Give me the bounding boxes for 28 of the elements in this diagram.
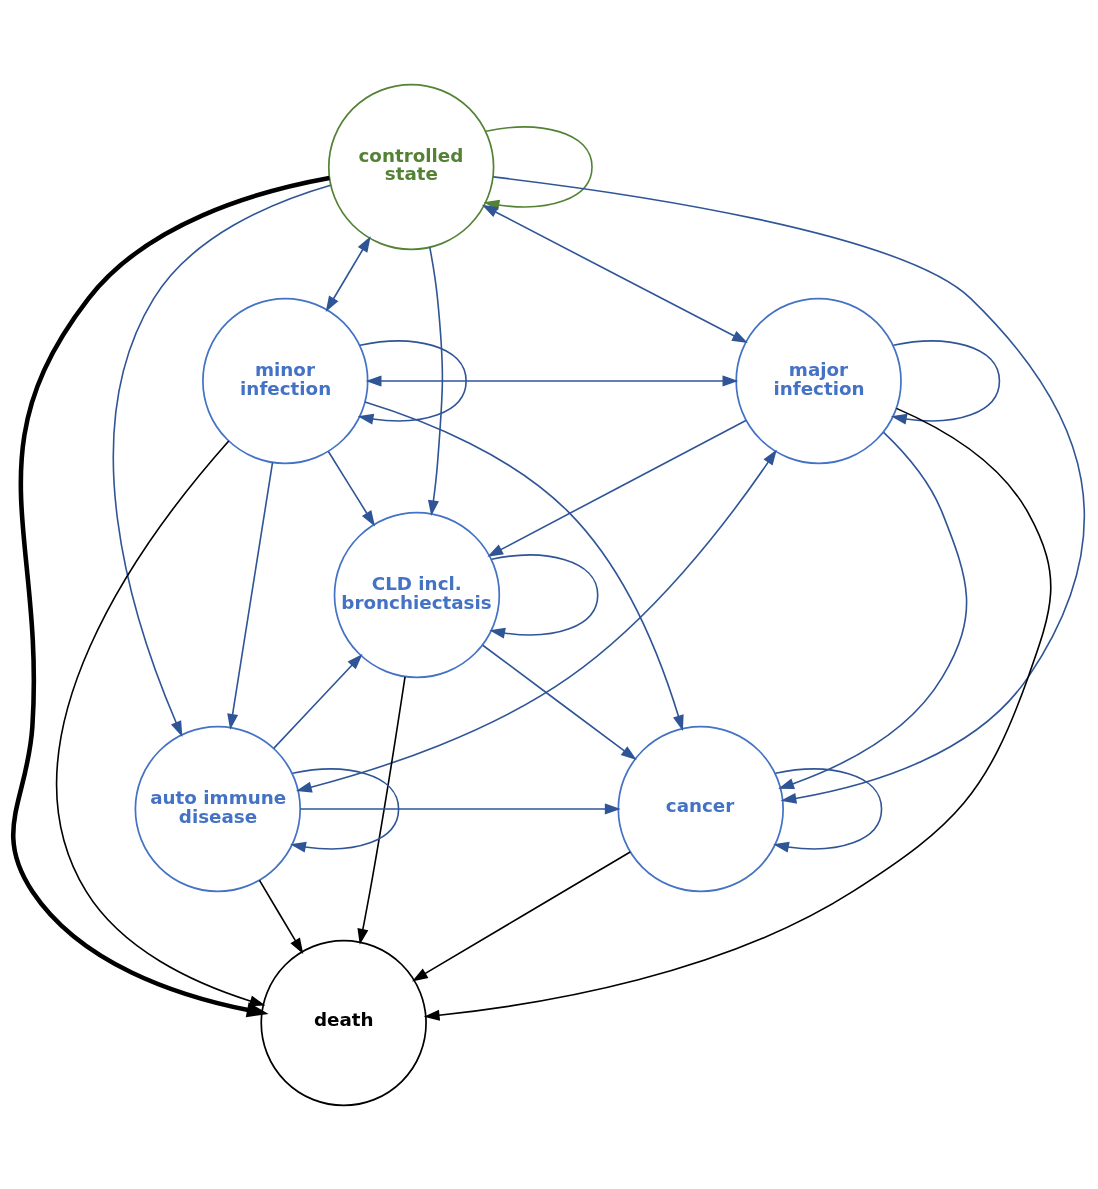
arrow (327, 450, 375, 526)
arrow (112, 183, 332, 737)
arrow (411, 850, 631, 981)
arrow (357, 675, 406, 945)
arrow (56, 439, 266, 1006)
arrow (365, 374, 739, 386)
arrow (891, 339, 1001, 425)
arrow (423, 407, 1052, 1021)
arrow (325, 235, 371, 312)
node-circle: auto immune disease (134, 725, 302, 892)
node-circle: controlled state (327, 83, 495, 250)
arrow (290, 767, 400, 853)
arrow (299, 802, 621, 815)
arrow (428, 246, 444, 516)
arrow (258, 879, 304, 954)
arrow (11, 175, 330, 1017)
arrow (492, 175, 1086, 804)
arrow (481, 204, 748, 343)
arrow (778, 431, 968, 789)
arrow (487, 419, 747, 557)
arrow (364, 400, 684, 731)
arrow (227, 461, 274, 730)
arrow (489, 553, 599, 639)
arrow (773, 767, 883, 853)
arrow (481, 643, 637, 760)
arrow (272, 653, 363, 749)
arrow (357, 339, 467, 425)
arrow (296, 448, 777, 792)
